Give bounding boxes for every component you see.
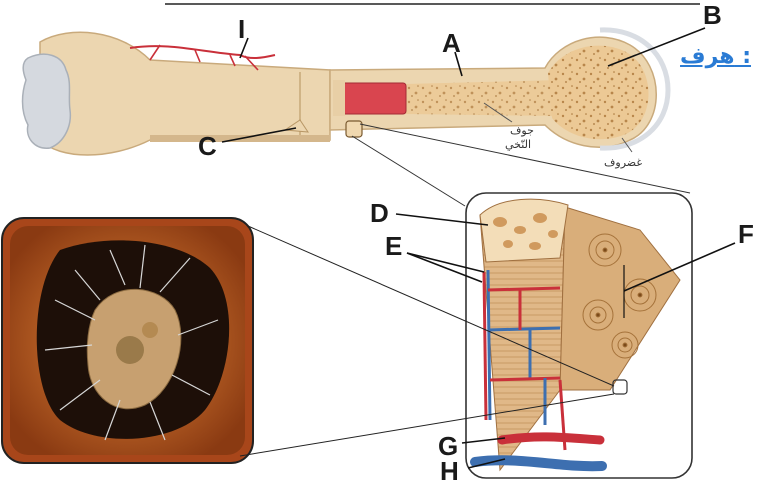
red-marrow [342,83,406,114]
label-I-group: I [238,14,248,58]
label-D: D [370,198,389,228]
cavity-label-line2: النّخي [505,138,531,151]
label-B: B [703,0,722,30]
label-A: A [442,28,461,58]
label-E: E [385,231,402,261]
label-F: F [738,219,754,249]
sample-square [346,121,362,137]
label-I: I [238,14,245,44]
label-C: C [198,131,217,161]
medullary-cavity [405,80,568,116]
long-bone [23,30,669,155]
left-articular-cartilage [23,54,71,148]
label-H: H [440,456,459,483]
compact-bone-detail [466,193,692,478]
osteocyte-micrograph [2,218,253,463]
cartilage-label: غضروف [604,156,642,169]
cavity-label-line1: جوف [510,124,534,137]
artery [502,437,600,440]
